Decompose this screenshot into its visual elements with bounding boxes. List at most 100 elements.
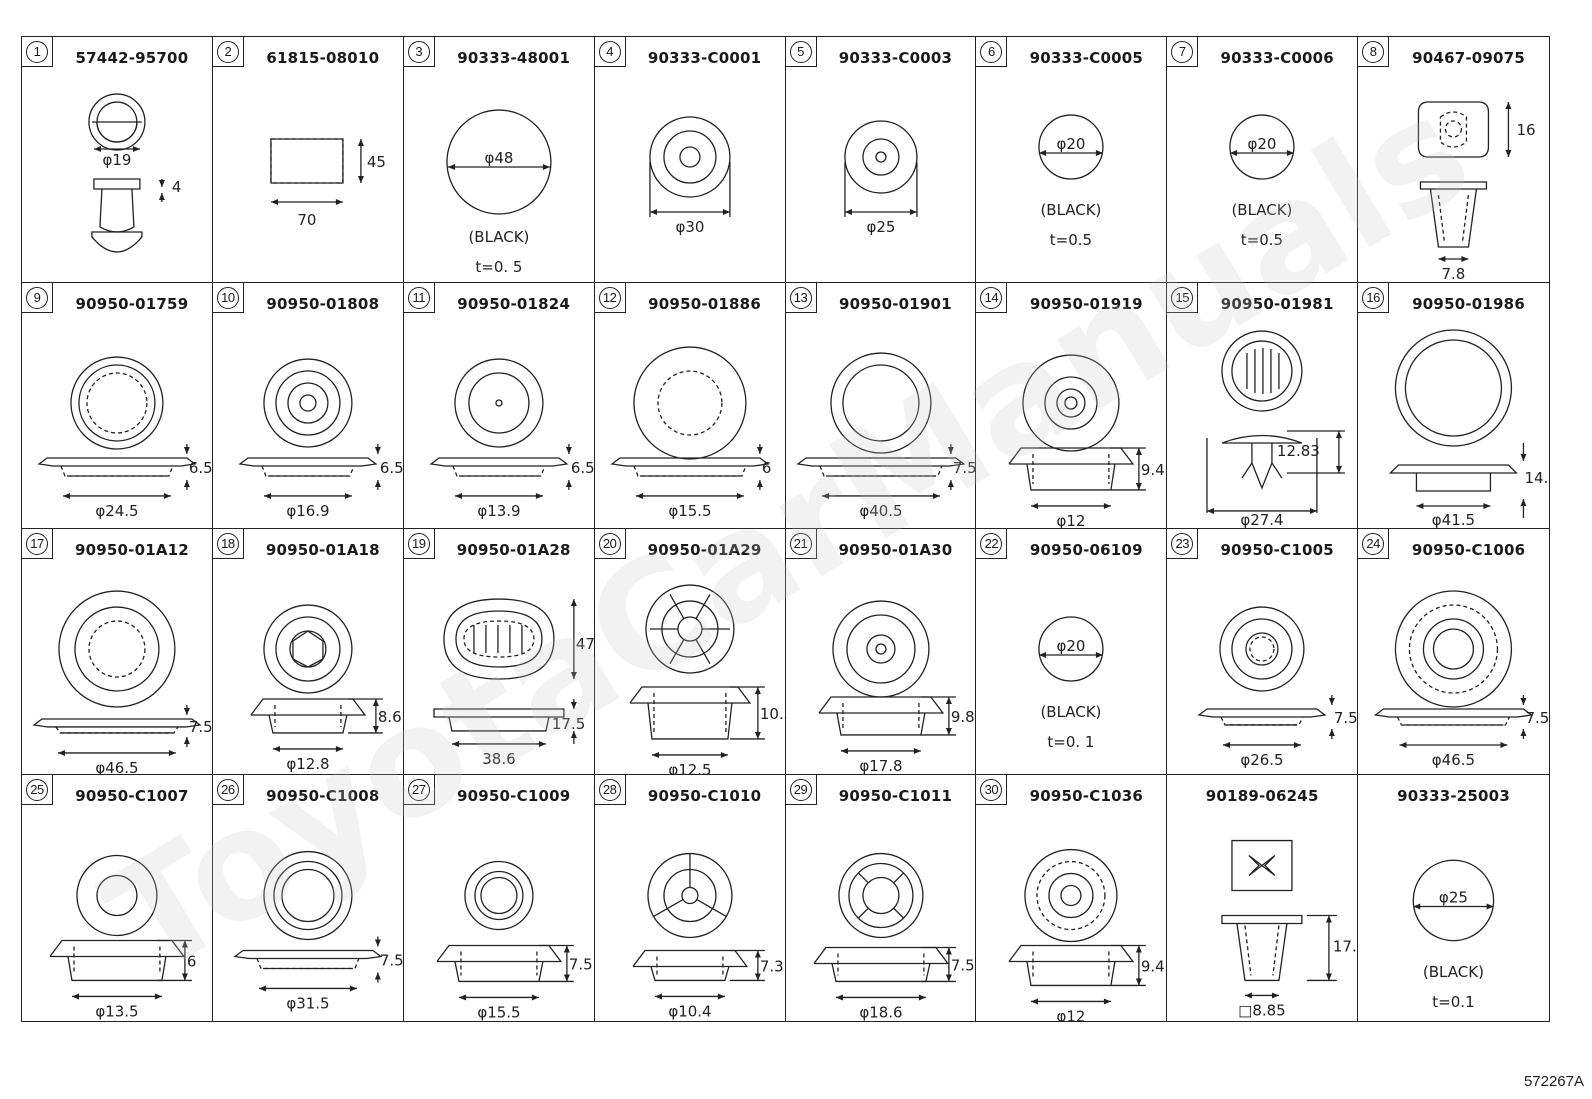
part-number: 90333-25003: [1397, 787, 1510, 805]
part-number: 90333-48001: [457, 49, 571, 67]
dimension-label: 12.83: [1277, 442, 1320, 460]
part-cell: 17 90950-01A12 7.5 φ46.5: [22, 529, 213, 775]
part-number: 90333-C0005: [1029, 49, 1143, 67]
dimension-label: φ10.4: [668, 1002, 711, 1020]
part-index-box: 23: [1167, 529, 1199, 559]
dimension-label: φ46.5: [95, 759, 138, 774]
dimension-label: 7.8: [1442, 265, 1466, 282]
dimension-label: t=0.5: [1050, 231, 1092, 249]
dimension-label: φ12: [1057, 512, 1086, 528]
part-index: 16: [1362, 286, 1385, 309]
part-number: 90950-01808: [266, 295, 380, 313]
part-drawing: 9.8 φ17.8: [786, 559, 976, 774]
part-number: 90950-06109: [1029, 541, 1143, 559]
part-index: 4: [598, 40, 621, 63]
part-index: 24: [1362, 532, 1385, 555]
dimension-label: 8.6: [378, 708, 402, 726]
part-index-box: 26: [212, 775, 244, 805]
dimension-label: 9.8: [950, 708, 974, 726]
part-index-box: 21: [785, 529, 817, 559]
dimension-label: 14.7: [1525, 469, 1549, 487]
part-index: 20: [598, 532, 621, 555]
part-number: 90950-C1036: [1029, 787, 1143, 805]
dimension-label: φ12: [1057, 1007, 1086, 1021]
dimension-label: φ24.5: [95, 502, 138, 520]
part-index-box: 30: [976, 775, 1008, 805]
part-index-box: 3: [403, 37, 435, 67]
part-index: 5: [789, 40, 812, 63]
dimension-label: 7.5: [1334, 709, 1357, 727]
part-index-box: 20: [594, 529, 626, 559]
part-number: 90950-01759: [75, 295, 189, 313]
part-index: 22: [980, 532, 1003, 555]
dimension-label: φ19: [102, 151, 131, 169]
part-number: 90950-01A12: [74, 541, 189, 559]
dimension-label: φ12.8: [286, 755, 329, 773]
part-drawing: 10.5φ12.5: [595, 559, 785, 774]
part-index: 14: [980, 286, 1003, 309]
part-drawing: 8.6 φ12.8: [213, 559, 403, 774]
dimension-label: 4: [172, 178, 182, 196]
dimension-label: t=0.1: [1432, 993, 1474, 1011]
part-index: 17: [26, 532, 48, 555]
dimension-label: 6.5: [380, 459, 403, 477]
part-index-box: 25: [22, 775, 53, 805]
part-number: 90950-C1011: [838, 787, 953, 805]
dimension-label: 10.5: [760, 705, 785, 723]
dimension-label: φ13.9: [477, 502, 520, 520]
part-number: 90333-C0006: [1220, 49, 1334, 67]
part-cell: 23 90950-C1005 7.5 φ26.5: [1167, 529, 1359, 775]
part-drawing: φ25: [786, 67, 976, 282]
drawing-code: 572267A: [1523, 1073, 1584, 1090]
part-index-box: 4: [594, 37, 626, 67]
part-number: 90950-C1007: [75, 787, 189, 805]
part-drawing: φ19 4: [22, 67, 212, 282]
part-index: 15: [1171, 286, 1194, 309]
part-number: 90950-C1006: [1411, 541, 1526, 559]
part-drawing: φ20 (BLACK) t=0.5: [976, 67, 1166, 282]
part-number: 90950-01919: [1029, 295, 1143, 313]
dimension-label: (BLACK): [1041, 201, 1102, 219]
dimension-label: 9.4: [1141, 461, 1165, 479]
part-drawing: φ30: [595, 67, 785, 282]
dimension-label: φ20: [1057, 135, 1086, 153]
dimension-label: φ17.8: [859, 757, 902, 774]
dimension-label: t=0. 5: [475, 258, 522, 276]
dimension-label: φ41.5: [1432, 511, 1475, 528]
part-index-box: 28: [594, 775, 626, 805]
dimension-label: φ26.5: [1241, 751, 1284, 769]
part-drawing: φ41.5 14.7: [1358, 313, 1549, 528]
part-index: 21: [789, 532, 812, 555]
part-index-box: 14: [976, 283, 1008, 313]
dimension-label: (BLACK): [468, 228, 529, 246]
dimension-label: 17.5: [552, 715, 585, 733]
part-number: 90950-C1005: [1220, 541, 1334, 559]
part-index: 26: [216, 778, 239, 801]
dimension-label: φ15.5: [477, 1003, 520, 1021]
part-number: 90950-01986: [1412, 295, 1525, 313]
part-index-box: 18: [212, 529, 244, 559]
dimension-label: φ15.5: [668, 502, 711, 520]
part-index-box: 5: [785, 37, 817, 67]
dimension-label: φ18.6: [859, 1003, 902, 1021]
dimension-label: (BLACK): [1041, 703, 1102, 721]
part-index: 29: [789, 778, 812, 801]
dimension-label: 7.5: [189, 718, 212, 736]
